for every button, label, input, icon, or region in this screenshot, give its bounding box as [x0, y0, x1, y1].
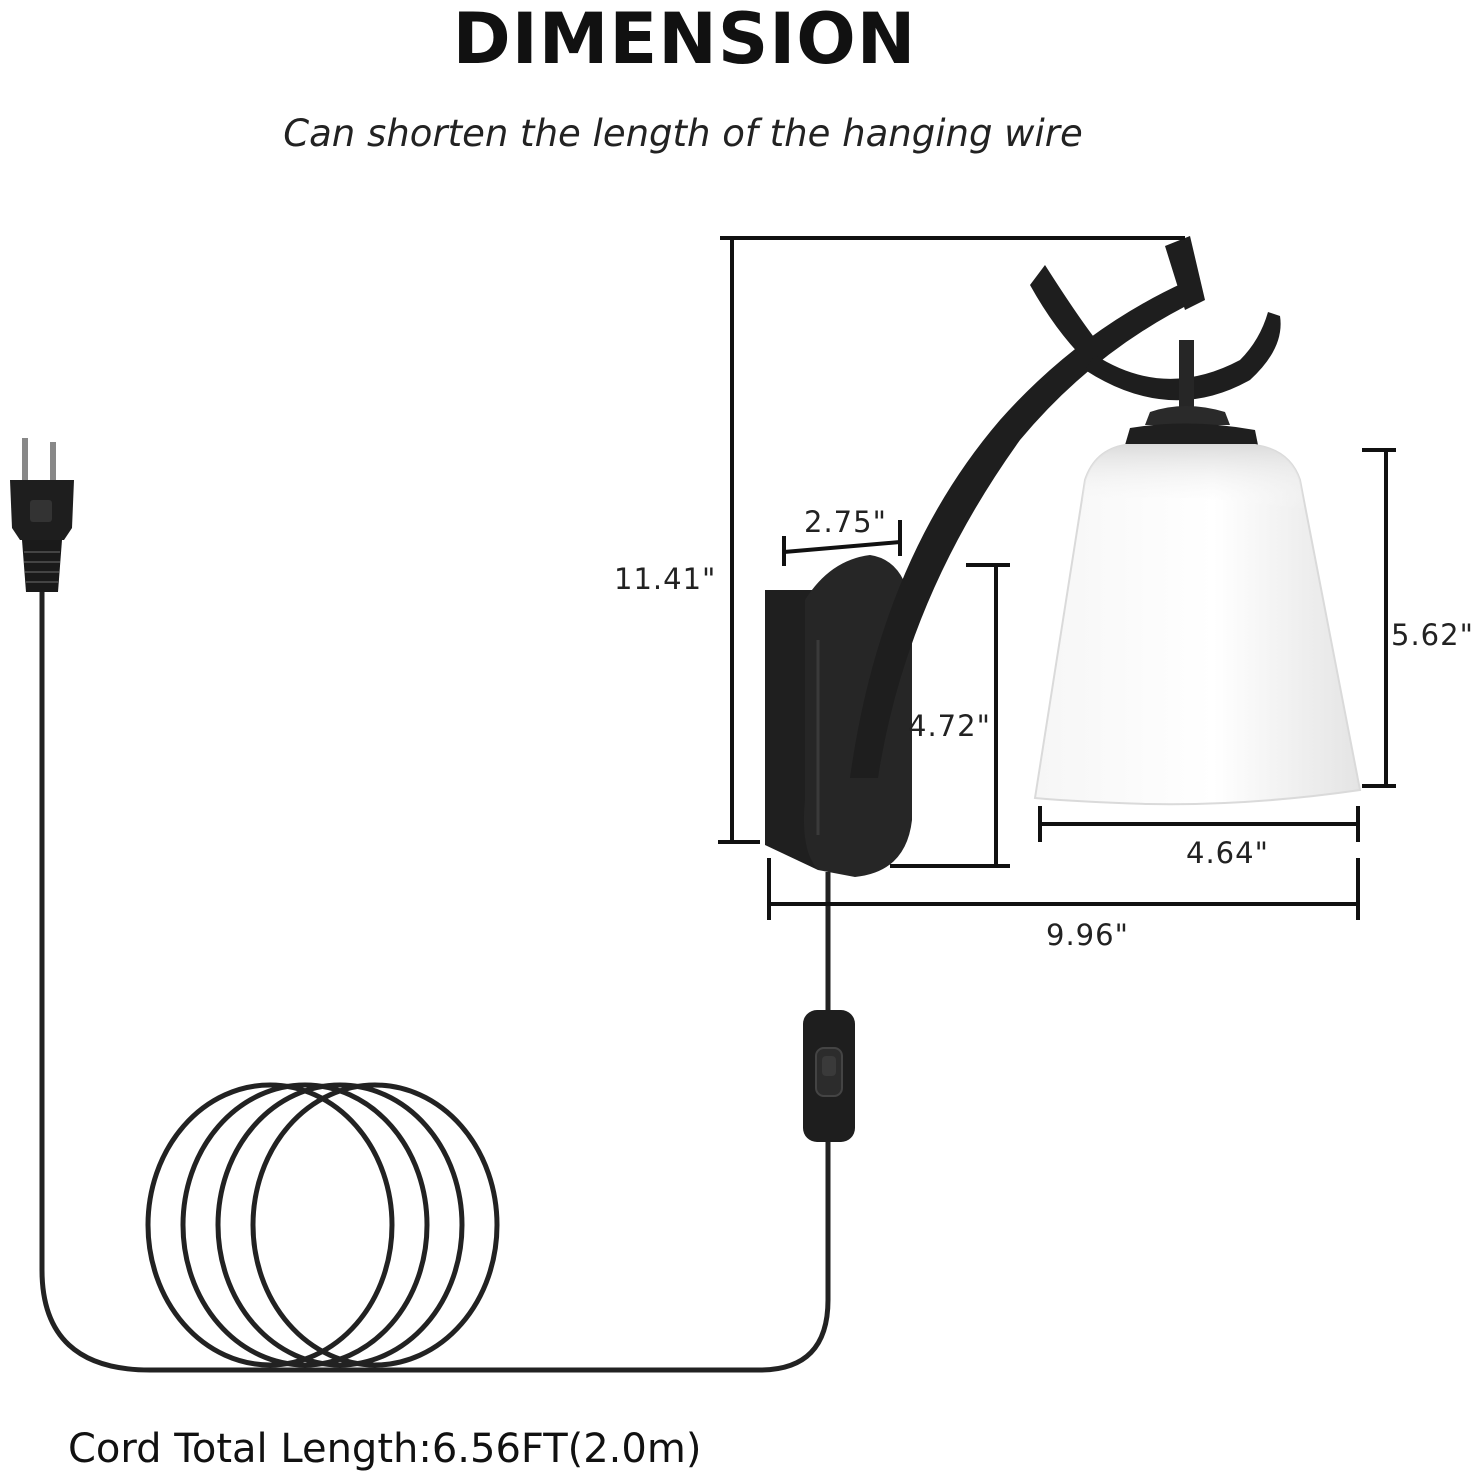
page-title: DIMENSION: [452, 0, 917, 80]
page-subtitle: Can shorten the length of the hanging wi…: [283, 112, 1083, 155]
cord-length-label: Cord Total Length:6.56FT(2.0m): [68, 1426, 702, 1472]
dimension-shade-width: 4.64": [1186, 836, 1269, 870]
dimension-backplate-width: 2.75": [804, 505, 887, 539]
plug-icon: [10, 438, 74, 592]
dimension-lines: [718, 236, 1396, 920]
dimension-shade-height: 5.62": [1391, 618, 1474, 652]
rocker-switch-icon: [803, 1010, 855, 1142]
dimension-backplate-height: 4.72": [908, 709, 991, 743]
dimension-total-height: 11.41": [614, 562, 717, 596]
cord-coils: [145, 1082, 500, 1368]
power-cord: [39, 590, 831, 1373]
dimension-total-extension: 9.96": [1046, 918, 1129, 952]
wall-sconce-icon: [765, 236, 1362, 877]
